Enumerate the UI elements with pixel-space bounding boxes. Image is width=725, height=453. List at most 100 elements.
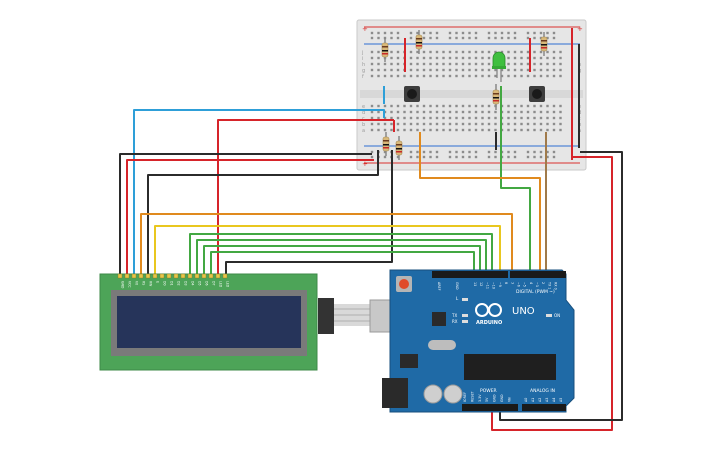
breadboard-hole xyxy=(455,128,458,132)
breadboard-hole xyxy=(513,62,517,66)
wire-green-d4 xyxy=(189,233,493,276)
analog-pin-label: A0 xyxy=(524,398,528,402)
push-button-2[interactable] xyxy=(529,86,545,102)
breadboard-hole xyxy=(539,122,543,126)
lcd-pin-label: D5 xyxy=(197,281,201,285)
breadboard-hole xyxy=(461,110,465,114)
breadboard-hole xyxy=(435,110,439,114)
breadboard-hole xyxy=(533,68,536,72)
row-letter-left: e xyxy=(362,104,365,110)
breadboard-hole xyxy=(461,122,465,126)
breadboard-hole xyxy=(422,104,426,108)
breadboard-rail-hole xyxy=(546,155,549,159)
breadboard-hole xyxy=(409,110,413,114)
resistor-3 xyxy=(540,32,548,56)
breadboard-rail-hole xyxy=(494,150,497,154)
breadboard-hole xyxy=(435,116,439,120)
breadboard-hole xyxy=(390,50,393,54)
breadboard-hole xyxy=(533,56,536,60)
breadboard-hole xyxy=(513,116,517,120)
breadboard-rail-hole xyxy=(468,31,471,35)
breadboard-hole xyxy=(435,122,439,126)
breadboard-hole xyxy=(481,62,484,66)
wire-red-5v xyxy=(491,156,613,431)
breadboard-hole xyxy=(526,50,530,54)
breadboard-rail-hole xyxy=(494,31,497,35)
breadboard-hole xyxy=(448,110,452,114)
breadboard-hole xyxy=(461,74,465,78)
push-button-1[interactable] xyxy=(404,86,420,102)
breadboard-hole xyxy=(533,74,536,78)
breadboard-rail-hole xyxy=(448,36,452,40)
breadboard-hole xyxy=(546,68,549,72)
breadboard-rail-hole xyxy=(533,36,536,40)
breadboard-hole xyxy=(474,62,478,66)
breadboard-rail-hole xyxy=(533,155,536,159)
breadboard-rail-hole xyxy=(435,31,439,35)
breadboard-hole xyxy=(409,128,413,132)
breadboard-hole xyxy=(494,122,497,126)
wire-orange-button xyxy=(419,132,541,276)
breadboard-rail-hole xyxy=(370,150,374,154)
breadboard-hole xyxy=(494,74,497,78)
breadboard-hole xyxy=(377,128,380,132)
breadboard-hole xyxy=(409,104,413,108)
breadboard-hole xyxy=(539,110,543,114)
breadboard-hole xyxy=(474,128,478,132)
breadboard-hole xyxy=(494,128,497,132)
wire-red-lcd-vcc xyxy=(126,159,374,276)
lcd-pin-label: RW xyxy=(148,281,152,287)
breadboard-hole xyxy=(520,128,523,132)
breadboard-hole xyxy=(383,104,387,108)
lcd-pin xyxy=(180,273,186,279)
breadboard-rail-hole xyxy=(546,150,549,154)
breadboard-rail-hole xyxy=(422,31,426,35)
wire-red-lcd-contrast xyxy=(217,119,394,276)
breadboard-hole xyxy=(455,110,458,114)
breadboard-hole xyxy=(546,50,549,54)
breadboard-hole xyxy=(390,128,393,132)
breadboard-hole xyxy=(546,62,549,66)
breadboard-hole xyxy=(429,110,432,114)
lcd-pin xyxy=(173,273,179,279)
breadboard-hole xyxy=(448,104,452,108)
row-letter-left: a xyxy=(362,128,365,134)
lcd-pin xyxy=(145,273,151,279)
breadboard-hole xyxy=(409,116,413,120)
analog-pin-label: A3 xyxy=(545,398,549,402)
rx-led xyxy=(462,320,468,323)
breadboard-hole xyxy=(422,50,426,54)
lcd-pin xyxy=(208,273,214,279)
power-pin-label: RESET xyxy=(470,390,474,402)
breadboard-rail-hole xyxy=(422,150,426,154)
breadboard-hole xyxy=(390,110,393,114)
breadboard-hole xyxy=(409,68,413,72)
breadboard-hole xyxy=(468,104,471,108)
breadboard-hole xyxy=(455,56,458,60)
resistor-5 xyxy=(382,132,390,156)
breadboard-rail-hole xyxy=(526,150,530,154)
breadboard-hole xyxy=(383,128,387,132)
breadboard-hole xyxy=(513,110,517,114)
lcd-pin-label: D6 xyxy=(204,281,208,285)
breadboard-hole xyxy=(422,128,426,132)
reset-button[interactable] xyxy=(399,279,409,289)
lcd-pin xyxy=(166,273,172,279)
breadboard-hole xyxy=(468,68,471,72)
breadboard-hole xyxy=(396,110,400,114)
breadboard-rail-hole xyxy=(455,155,458,159)
lcd-pin-label: LED xyxy=(225,281,229,288)
row-letter-left: j xyxy=(361,50,363,56)
breadboard-hole xyxy=(403,104,406,108)
breadboard-hole xyxy=(559,128,562,132)
breadboard-hole xyxy=(474,116,478,120)
breadboard-rail-hole xyxy=(390,31,393,35)
lcd-screen xyxy=(117,296,301,348)
breadboard-rail-hole xyxy=(539,150,543,154)
breadboard-hole xyxy=(390,116,393,120)
power-header xyxy=(462,404,518,411)
breadboard-rail-hole xyxy=(396,36,400,40)
breadboard-hole xyxy=(507,68,510,72)
